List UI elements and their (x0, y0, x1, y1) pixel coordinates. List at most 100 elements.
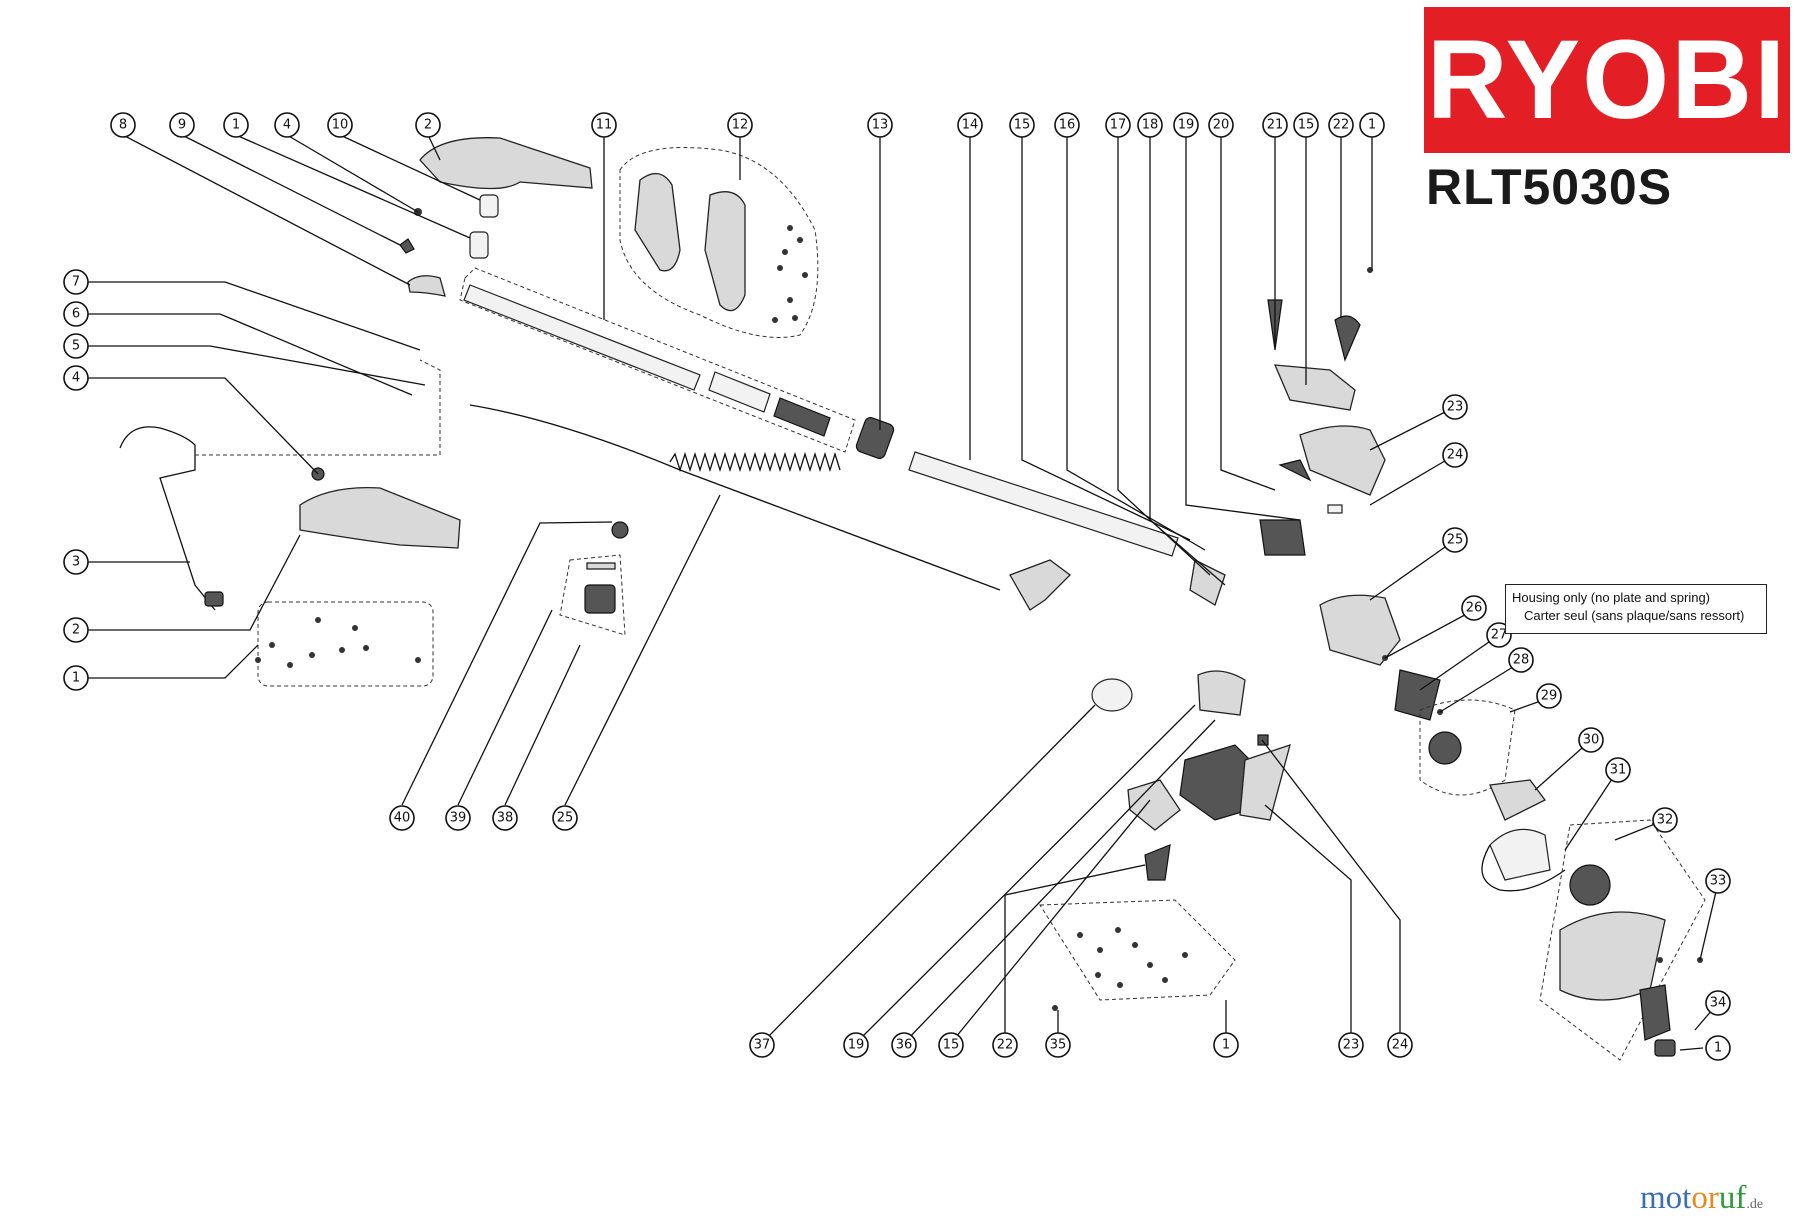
upper-handle-part (419, 137, 593, 190)
leader-lines (88, 134, 1719, 1051)
callout-4: 4 (274, 112, 300, 138)
callout-38: 38 (492, 805, 518, 831)
callout-21: 21 (1262, 112, 1288, 138)
callout-39: 39 (445, 805, 471, 831)
watermark: motoruf.de (1640, 1180, 1763, 1217)
callout-31: 31 (1605, 757, 1631, 783)
callout-2: 2 (415, 112, 441, 138)
callout-30: 30 (1578, 727, 1604, 753)
callout-13: 13 (867, 112, 893, 138)
callouts-left: 7 6 5 4 3 2 1 (63, 269, 89, 691)
callout-14: 14 (957, 112, 983, 138)
power-cord-part (119, 426, 216, 611)
svg-text:25: 25 (1447, 533, 1464, 548)
model-number: RLT5030S (1426, 159, 1673, 215)
guard-bracket-part (1009, 559, 1071, 611)
callout-37: 37 (749, 1032, 775, 1058)
mid-assembly (559, 521, 629, 636)
svg-text:16: 16 (1059, 118, 1076, 133)
housing-note-english: Housing only (no plate and spring) (1512, 590, 1711, 605)
svg-text:24: 24 (1447, 448, 1464, 463)
callout-3: 3 (63, 549, 89, 575)
screw-bag-bottom (1039, 899, 1236, 1011)
svg-text:28: 28 (1513, 653, 1530, 668)
watermark-part-2: or (1691, 1180, 1719, 1216)
callout-11: 11 (591, 112, 617, 138)
svg-text:21: 21 (1267, 118, 1284, 133)
svg-text:1: 1 (1222, 1038, 1230, 1053)
callout-1b: 1 (1359, 112, 1385, 138)
svg-text:4: 4 (283, 118, 291, 133)
o-ring-part (1091, 678, 1133, 712)
switch-part (479, 194, 499, 218)
svg-text:35: 35 (1050, 1038, 1067, 1053)
auxiliary-handle-assembly (619, 147, 819, 338)
svg-text:15: 15 (1298, 118, 1315, 133)
svg-text:2: 2 (424, 118, 432, 133)
callout-32: 32 (1652, 807, 1678, 833)
svg-text:1: 1 (232, 118, 240, 133)
callout-22-bottom: 22 (992, 1032, 1018, 1058)
svg-text:22: 22 (1333, 118, 1350, 133)
svg-text:34: 34 (1710, 996, 1727, 1011)
svg-text:26: 26 (1466, 601, 1483, 616)
screw-bag-left (255, 601, 434, 687)
lower-tube-part (908, 451, 1179, 557)
callout-33: 33 (1705, 868, 1731, 894)
callout-5: 5 (63, 333, 89, 359)
brand-logo-text: RYOBI (1426, 17, 1788, 142)
svg-text:24: 24 (1392, 1038, 1409, 1053)
callout-36: 36 (891, 1032, 917, 1058)
lower-handle-part (299, 486, 461, 549)
callout-1-bottom: 1 (1213, 1032, 1239, 1058)
clip-part (399, 238, 415, 254)
svg-text:36: 36 (896, 1038, 913, 1053)
svg-text:32: 32 (1657, 813, 1674, 828)
svg-text:5: 5 (72, 339, 80, 354)
callout-1-left: 1 (63, 665, 89, 691)
parts-drawing (119, 137, 1706, 1061)
spool-assembly (1319, 594, 1546, 821)
callouts-mid-bottom: 40 39 38 25 (389, 805, 578, 831)
watermark-tld: .de (1746, 1197, 1764, 1212)
svg-text:39: 39 (450, 811, 467, 826)
callouts-right: 23 24 25 26 27 28 29 30 31 32 33 34 1 (1442, 394, 1731, 1061)
guard-assembly (1481, 819, 1706, 1061)
svg-text:23: 23 (1343, 1038, 1360, 1053)
svg-text:3: 3 (72, 555, 80, 570)
svg-text:15: 15 (1014, 118, 1031, 133)
callout-25-mid: 25 (552, 805, 578, 831)
svg-text:31: 31 (1610, 763, 1627, 778)
svg-text:10: 10 (332, 118, 349, 133)
brand-logo: RYOBI (1424, 7, 1790, 153)
callout-40: 40 (389, 805, 415, 831)
callout-12: 12 (727, 112, 753, 138)
callout-1: 1 (223, 112, 249, 138)
svg-text:1: 1 (1714, 1041, 1722, 1056)
svg-text:37: 37 (754, 1038, 771, 1053)
callout-29: 29 (1536, 683, 1562, 709)
svg-text:40: 40 (394, 811, 411, 826)
svg-text:27: 27 (1491, 628, 1508, 643)
callout-19: 19 (1173, 112, 1199, 138)
svg-text:9: 9 (178, 118, 186, 133)
svg-text:25: 25 (557, 811, 574, 826)
callout-7: 7 (63, 269, 89, 295)
callout-24-bottom: 24 (1387, 1032, 1413, 1058)
callout-34: 34 (1705, 990, 1731, 1016)
callout-20: 20 (1208, 112, 1234, 138)
callout-24: 24 (1442, 442, 1468, 468)
svg-text:1: 1 (1368, 118, 1376, 133)
callout-4-left: 4 (63, 365, 89, 391)
callout-26: 26 (1461, 595, 1487, 621)
callout-18: 18 (1137, 112, 1163, 138)
callout-9: 9 (169, 112, 195, 138)
spring-part (669, 451, 841, 473)
svg-text:1: 1 (72, 671, 80, 686)
watermark-part-1: mot (1640, 1180, 1692, 1216)
callout-23-bottom: 23 (1338, 1032, 1364, 1058)
callout-15-bottom: 15 (938, 1032, 964, 1058)
svg-text:12: 12 (732, 118, 749, 133)
callout-17: 17 (1105, 112, 1131, 138)
